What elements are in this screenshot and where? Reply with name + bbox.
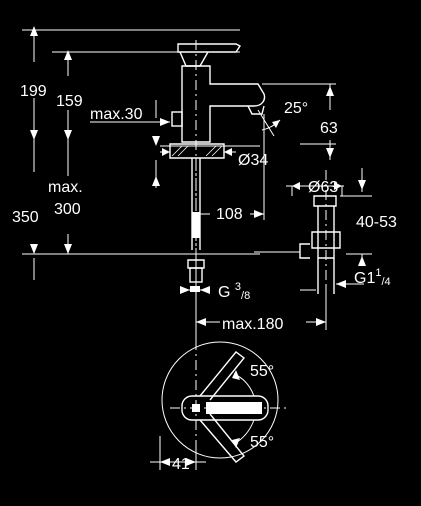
waste-drain	[254, 170, 344, 300]
top-view	[150, 340, 290, 470]
dim-angle55-bottom: 55°	[250, 434, 274, 451]
dimension-dia34-lines	[160, 148, 236, 156]
dim-g114: G11/4	[354, 267, 391, 288]
dimension-labels: 199 159 max.30 25° 63 Ø34 max. 350 300 1…	[12, 83, 397, 473]
connection-hose	[187, 250, 205, 340]
dim-108: 108	[216, 206, 243, 223]
dim-350: 350	[12, 209, 39, 226]
left-dimension-lines	[30, 26, 160, 280]
faucet	[171, 40, 266, 240]
dim-dia63: Ø63	[308, 179, 338, 196]
dim-g38: G 3/8	[218, 281, 250, 302]
dim-max30: max.30	[90, 106, 143, 123]
dimension-max180-lines	[196, 284, 327, 330]
dim-159: 159	[56, 93, 83, 110]
dim-max180: max.180	[222, 316, 283, 333]
dim-63: 63	[320, 120, 338, 137]
dim-41: 41	[172, 456, 190, 473]
dimension-max30-lines	[90, 118, 170, 126]
dim-dia34: Ø34	[238, 152, 268, 169]
dimension-108-lines	[196, 114, 265, 220]
dim-199: 199	[20, 83, 47, 100]
spout-height-dimension	[262, 83, 336, 160]
basin-section	[169, 143, 225, 250]
dim-angle55-top: 55°	[250, 363, 274, 380]
dim-angle25: 25°	[284, 100, 308, 117]
dimension-g38-lines	[180, 286, 210, 294]
dim-300: 300	[54, 201, 81, 218]
drain-dimensions	[291, 168, 372, 288]
dim-max: max.	[48, 179, 83, 196]
dim-40-53: 40-53	[356, 214, 397, 231]
